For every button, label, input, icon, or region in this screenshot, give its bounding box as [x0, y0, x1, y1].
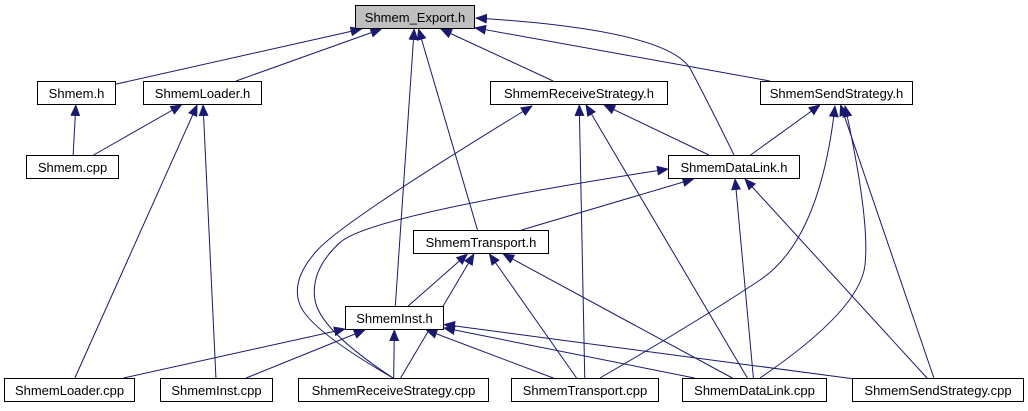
edge-shmemsendstrategy-cpp-to-shmemdatalink-h — [744, 178, 928, 379]
edge-shmeminst-h-to-shmemtransport-h — [407, 253, 469, 307]
edge-shmemdatalink-cpp-to-shmemsendstrategy-h — [759, 105, 867, 379]
node-shmemdatalink-h[interactable]: ShmemDataLink.h — [668, 155, 800, 179]
edge-shmemsendstrategy-h-to-shmem-export-h — [474, 24, 771, 82]
edge-shmemsendstrategy-cpp-to-shmeminst-h — [443, 321, 853, 380]
edge-shmemdatalink-h-to-shmem-export-h — [475, 13, 735, 156]
edge-shmem-cpp-to-shmemloader-h — [93, 104, 183, 156]
node-shmemreceivestrategy-h[interactable]: ShmemReceiveStrategy.h — [490, 81, 668, 105]
node-shmeminst-cpp[interactable]: ShmemInst.cpp — [160, 378, 273, 402]
node-shmemdatalink-cpp[interactable]: ShmemDataLink.cpp — [682, 378, 827, 402]
node-shmemloader-cpp[interactable]: ShmemLoader.cpp — [4, 378, 135, 402]
edge-shmemtransport-h-to-shmem-export-h — [416, 28, 478, 231]
node-shmemtransport-cpp[interactable]: ShmemTransport.cpp — [511, 378, 659, 402]
edge-shmemreceivestrategy-cpp-to-shmeminst-h — [389, 329, 400, 379]
edge-shmemdatalink-cpp-to-shmemreceivestrategy-h — [585, 104, 748, 379]
edge-shmemdatalink-cpp-to-shmemdatalink-h — [731, 178, 754, 379]
edge-shmem-cpp-to-shmem-h — [70, 104, 81, 156]
node-shmem-export-h: Shmem_Export.h — [355, 5, 475, 29]
edge-shmemloader-cpp-to-shmeminst-h — [123, 326, 346, 379]
node-shmem-cpp[interactable]: Shmem.cpp — [26, 155, 119, 179]
edge-shmemdatalink-h-to-shmemsendstrategy-h — [750, 104, 821, 156]
node-shmemreceivestrategy-cpp[interactable]: ShmemReceiveStrategy.cpp — [298, 378, 489, 402]
edge-shmeminst-cpp-to-shmeminst-h — [245, 329, 366, 379]
edge-shmemloader-cpp-to-shmemloader-h — [74, 104, 198, 379]
edge-shmemreceivestrategy-h-to-shmem-export-h — [439, 28, 554, 82]
edge-shmemtransport-cpp-to-shmemreceivestrategy-h — [574, 104, 586, 379]
edge-shmemdatalink-h-to-shmemreceivestrategy-h — [603, 104, 710, 156]
node-shmeminst-h[interactable]: ShmemInst.h — [345, 306, 444, 330]
edge-shmemtransport-cpp-to-shmemsendstrategy-h — [599, 105, 839, 379]
edge-shmemreceivestrategy-cpp-to-shmemreceivestrategy-h — [296, 105, 533, 379]
node-shmemsendstrategy-h[interactable]: ShmemSendStrategy.h — [760, 81, 913, 105]
edge-shmeminst-h-to-shmem-export-h — [394, 28, 419, 307]
edge-shmemtransport-cpp-to-shmemtransport-h — [488, 253, 577, 379]
edge-shmemtransport-cpp-to-shmeminst-h — [425, 329, 554, 379]
edge-shmemloader-h-to-shmem-export-h — [235, 27, 383, 82]
edge-shmem-h-to-shmem-export-h — [115, 26, 363, 85]
node-shmem-h[interactable]: Shmem.h — [37, 81, 116, 105]
node-shmemtransport-h[interactable]: ShmemTransport.h — [413, 230, 549, 254]
edge-shmemdatalink-cpp-to-shmeminst-h — [443, 325, 695, 379]
edge-shmeminst-cpp-to-shmemloader-h — [198, 104, 217, 379]
edge-shmemdatalink-cpp-to-shmemtransport-h — [502, 253, 733, 379]
edge-shmemsendstrategy-cpp-to-shmemsendstrategy-h — [839, 104, 935, 379]
edge-shmemreceivestrategy-cpp-to-shmemdatalink-h — [313, 165, 669, 379]
edge-shmemtransport-h-to-shmemdatalink-h — [521, 177, 695, 231]
node-shmemloader-h[interactable]: ShmemLoader.h — [143, 81, 262, 105]
node-shmemsendstrategy-cpp[interactable]: ShmemSendStrategy.cpp — [852, 378, 1024, 402]
